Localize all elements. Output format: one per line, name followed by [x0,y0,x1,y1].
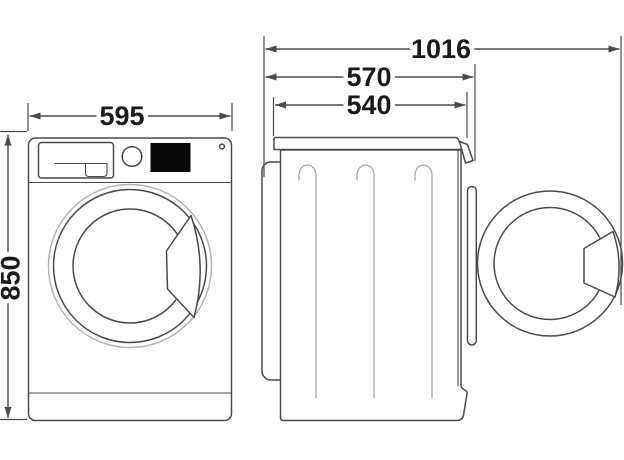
front-view [27,137,233,422]
worktop [273,136,463,151]
door-outer-ring [47,183,213,349]
label-front-width: 595 [99,101,144,131]
front-body [27,137,233,422]
extension-lines [0,36,622,421]
front-bezel [466,185,478,346]
open-door-outer-ring [476,190,624,337]
drawer-grip [84,162,108,178]
label-depth-door-open: 1016 [411,34,471,64]
label-front-height: 850 [0,255,26,300]
door-handle [165,214,201,319]
door-rim [52,188,208,344]
power-indicator [218,143,226,150]
rib-line [298,164,317,399]
label-depth-body: 540 [346,90,391,120]
label-depth-overall: 570 [346,62,391,92]
door-hinge [458,140,474,164]
rib-line [356,164,375,399]
rib-line [414,164,433,399]
detergent-drawer [37,141,115,179]
display-screen [150,143,191,172]
open-door-handle [583,230,620,298]
program-knob [121,145,143,168]
back-ribs [298,164,433,399]
dimension-annotations: 595 1016 570 540 850 [0,30,622,421]
side-view [261,136,624,422]
